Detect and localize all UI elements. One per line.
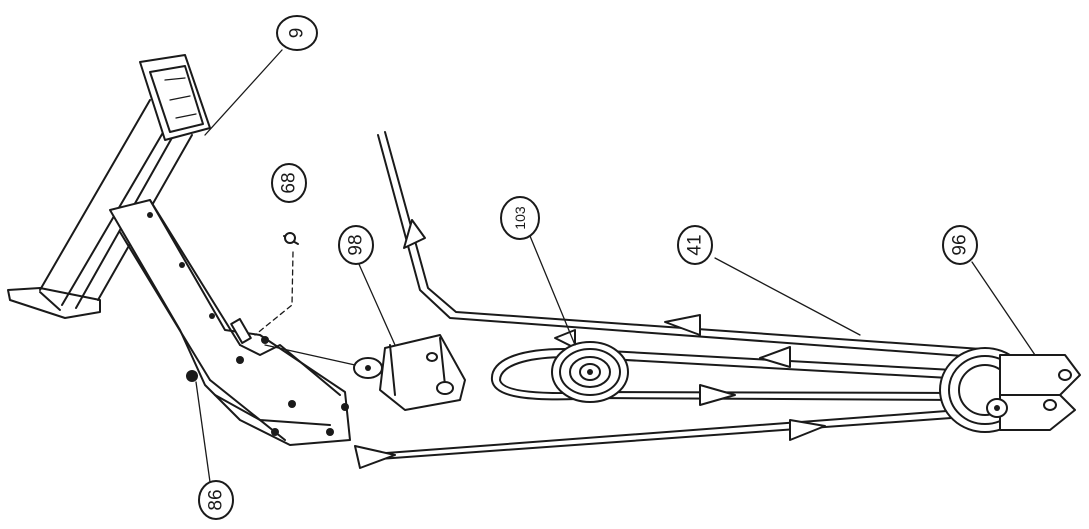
callout-98: 98 (338, 225, 374, 265)
callout-68: 68 (271, 163, 307, 203)
callout-98-label: 98 (346, 234, 367, 255)
pulley-bracket (264, 334, 466, 411)
top-mounting-plate (139, 54, 211, 141)
cable-direction-arrows (354, 219, 826, 469)
pulley-103 (551, 341, 629, 403)
leader-lines (195, 49, 1036, 483)
callout-86: 86 (198, 480, 234, 520)
bolt-68 (283, 232, 299, 245)
callout-9-label: 9 (287, 28, 308, 39)
pulley-assembly-96 (939, 347, 1081, 433)
callout-41: 41 (677, 225, 713, 265)
callout-9: 9 (276, 15, 318, 51)
frame-arm (109, 199, 351, 446)
nut-86 (186, 370, 198, 382)
callout-86-label: 86 (206, 489, 227, 510)
callout-68-label: 68 (279, 172, 300, 193)
frame-upright (7, 99, 193, 319)
callout-103: 103 (500, 196, 540, 240)
callout-96: 96 (942, 225, 978, 265)
cable-runs (359, 131, 996, 461)
callout-41-label: 41 (685, 234, 706, 255)
leader-68-dashed (254, 251, 294, 336)
callout-103-label: 103 (512, 206, 528, 230)
callout-96-label: 96 (950, 234, 971, 255)
